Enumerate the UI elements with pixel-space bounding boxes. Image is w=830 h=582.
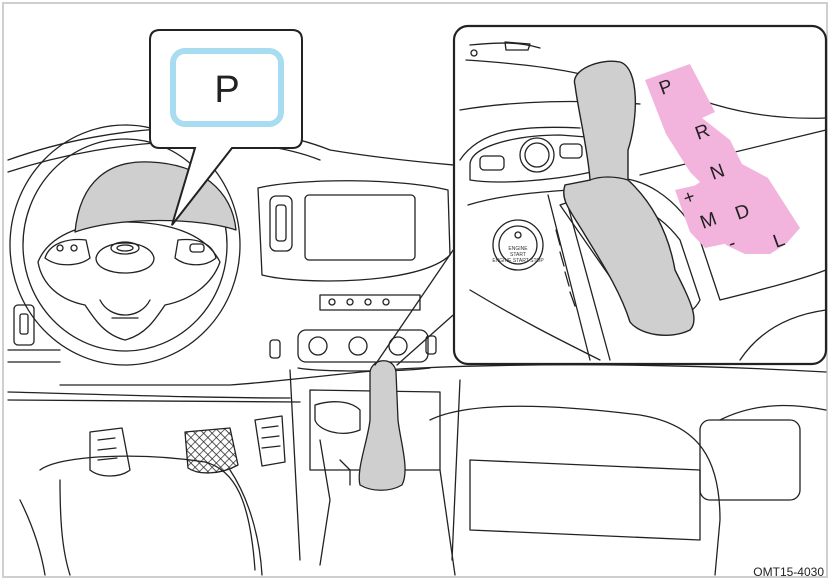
console-gear-shifter bbox=[359, 361, 405, 491]
brand-emblem bbox=[111, 242, 139, 254]
climate-panel bbox=[298, 330, 430, 371]
shifter-inset: ENGINE START ENGINE START STOP P R N D L… bbox=[454, 26, 826, 364]
brake-pedal bbox=[185, 428, 238, 473]
driver-seat bbox=[20, 456, 255, 575]
center-display bbox=[258, 181, 450, 310]
start-button-label: ENGINE START STOP bbox=[492, 258, 544, 264]
passenger-seat bbox=[430, 406, 720, 575]
pedals bbox=[90, 416, 285, 476]
figure-code: OMT15-4030 bbox=[753, 565, 824, 579]
shift-indicator-letter: P bbox=[214, 69, 239, 111]
